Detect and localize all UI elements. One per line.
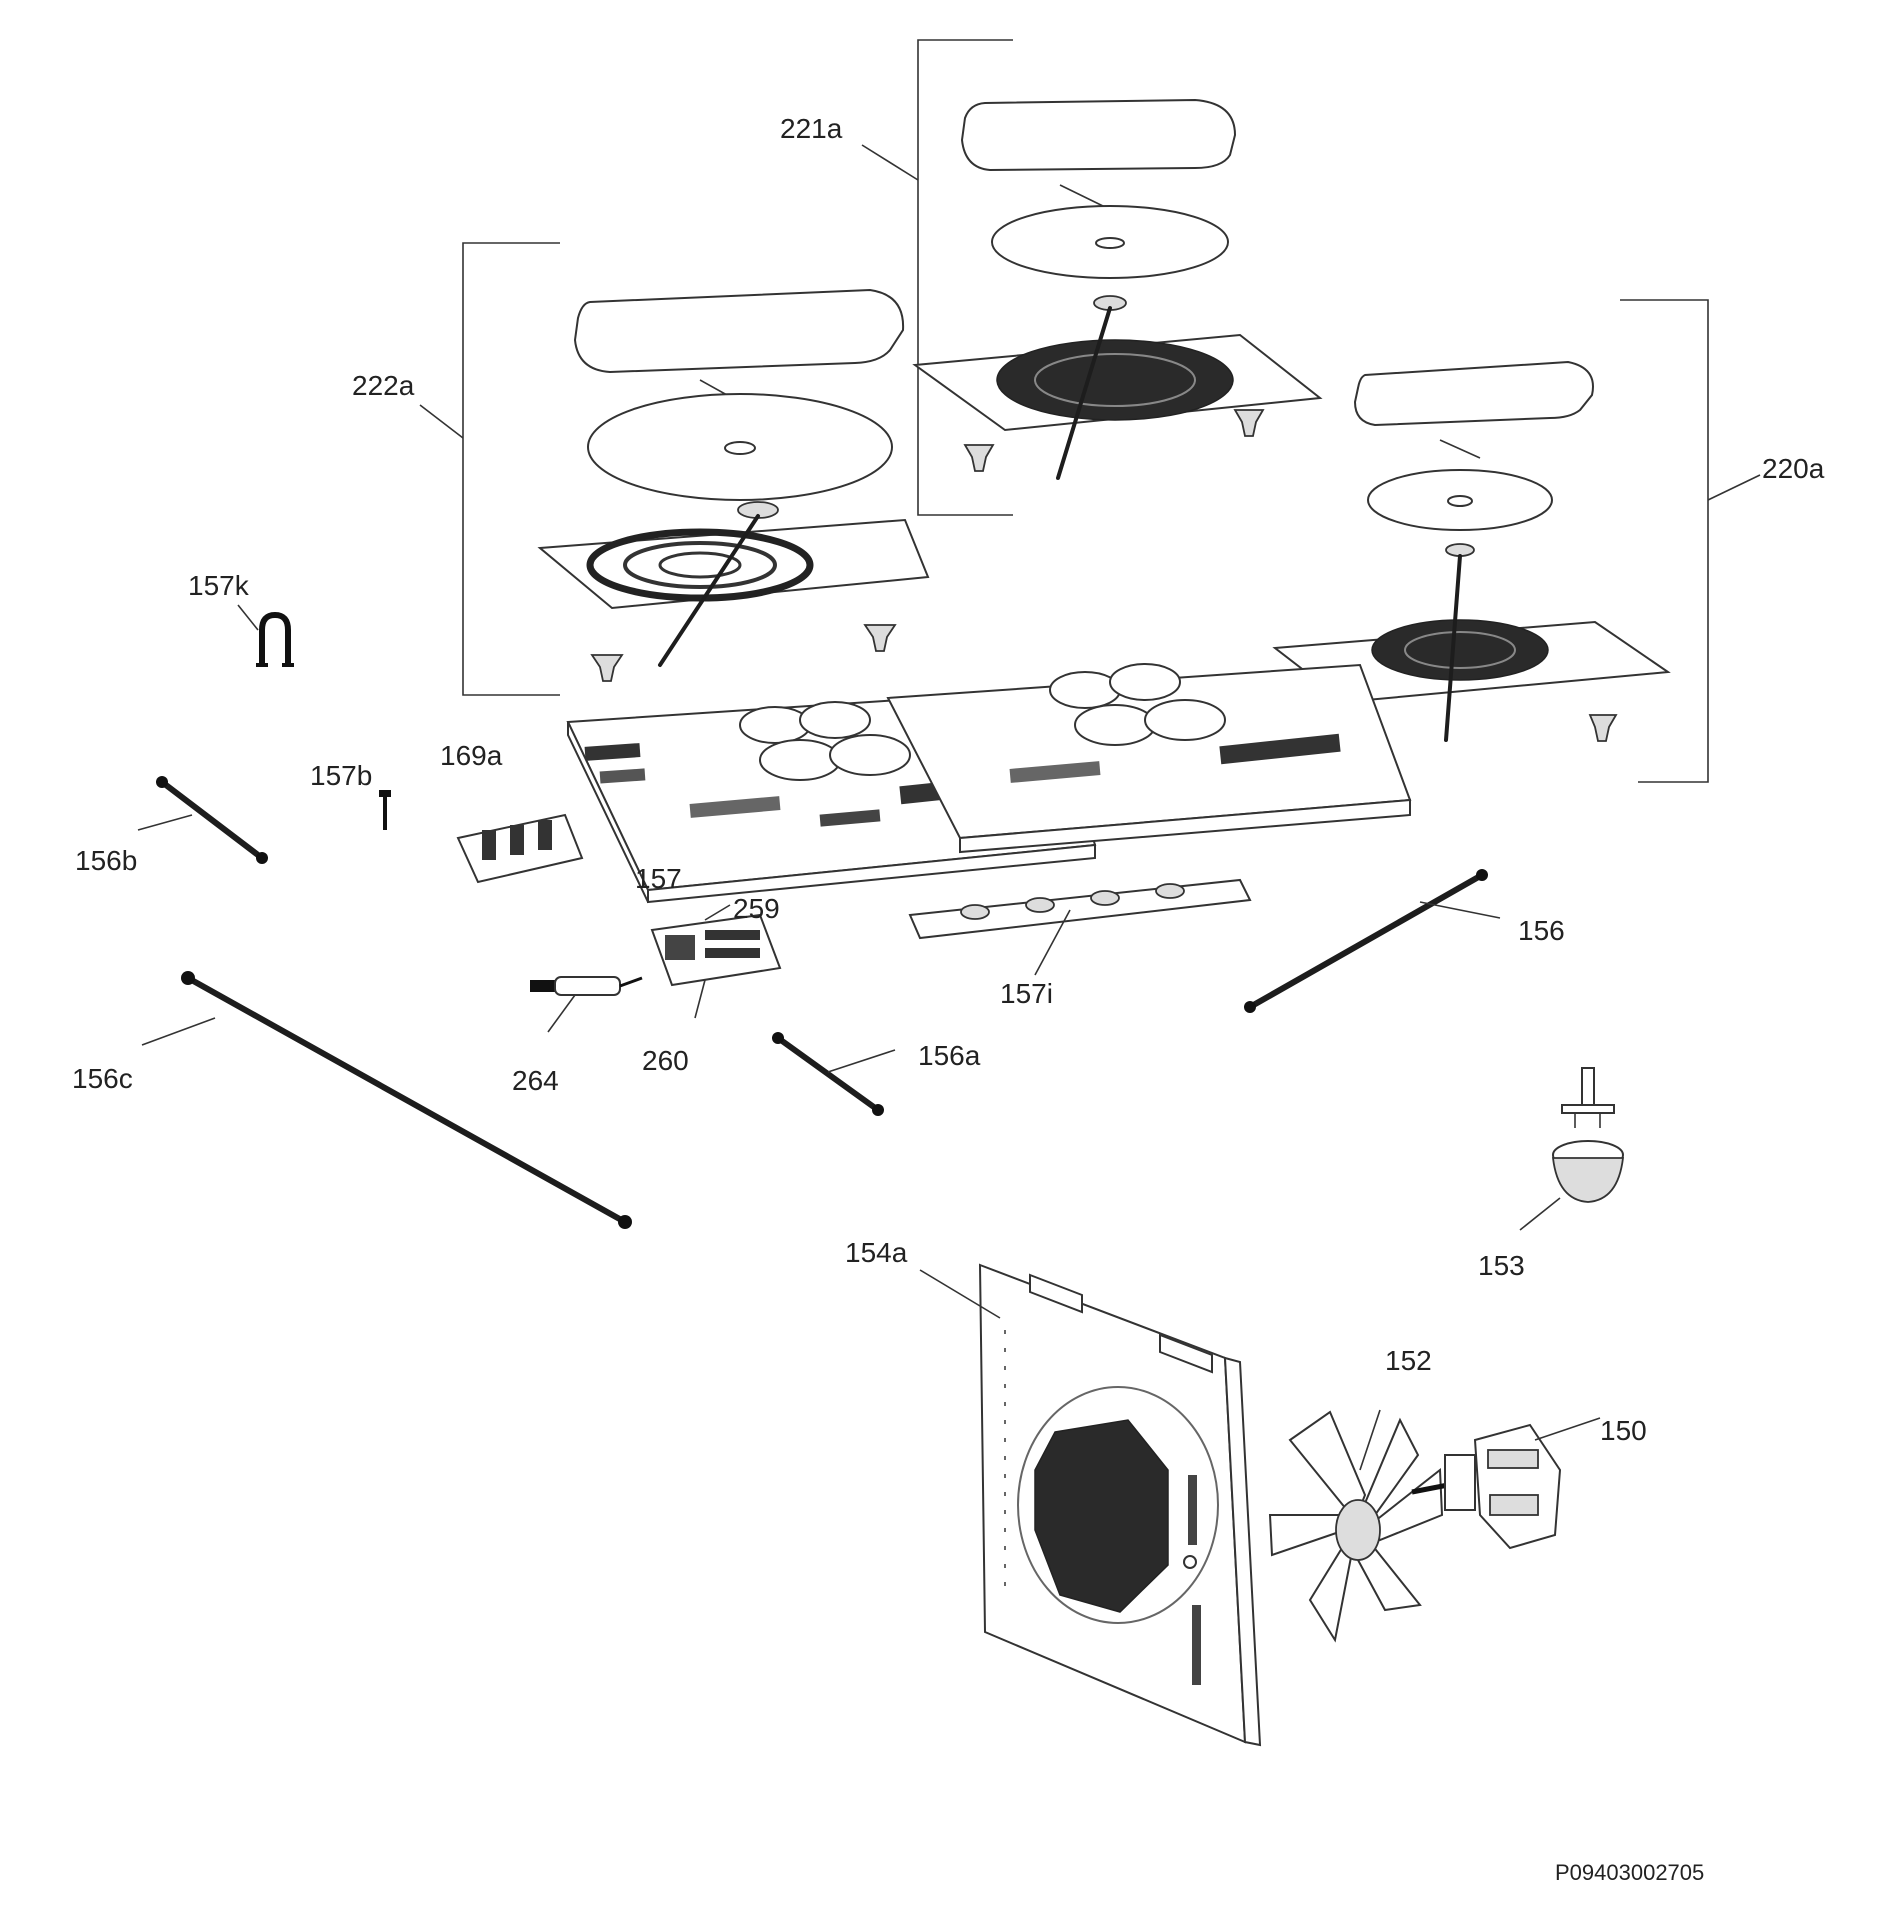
terminal-block-169a: [456, 813, 584, 884]
label-157i: 157i: [1000, 978, 1053, 1009]
module-259-260: [650, 904, 782, 1019]
fan-cover-154a: [919, 1263, 1262, 1747]
rod-156b: [137, 776, 268, 864]
fan-motor-150: [1411, 1417, 1601, 1550]
bracket-221a: [861, 39, 1013, 516]
electronic-module-right: [886, 663, 1412, 854]
cooking-zone-220a: [1272, 360, 1671, 749]
cooking-zone-222a: [537, 288, 930, 682]
rod-156a: [772, 1032, 896, 1116]
spring-clip: [590, 654, 624, 682]
bracket-222a: [419, 242, 560, 696]
label-156: 156: [1518, 915, 1565, 946]
insulation-plate: [573, 288, 905, 374]
u-clip-157k: [237, 604, 294, 667]
label-154a: 154a: [845, 1237, 908, 1268]
label-150: 150: [1600, 1415, 1647, 1446]
label-260: 260: [642, 1045, 689, 1076]
connector-264: [530, 976, 643, 1033]
bracket-220a: [1620, 299, 1761, 783]
reference-code: P09403002705: [1555, 1860, 1704, 1885]
insulation-plate: [960, 98, 1237, 172]
rod-156c: [141, 971, 632, 1229]
label-156c: 156c: [72, 1063, 133, 1094]
label-156a: 156a: [918, 1040, 981, 1071]
insulation-plate: [1353, 360, 1594, 427]
label-222a: 222a: [352, 370, 415, 401]
label-259: 259: [733, 893, 780, 924]
label-157b: 157b: [310, 760, 372, 791]
label-264: 264: [512, 1065, 559, 1096]
label-157k: 157k: [188, 570, 250, 601]
fan-blade-152: [1268, 1409, 1444, 1643]
control-strip-157i: [908, 878, 1252, 976]
label-157: 157: [635, 863, 682, 894]
oven-lamp-153: [1519, 1067, 1625, 1231]
label-220a: 220a: [1762, 453, 1825, 484]
label-152: 152: [1385, 1345, 1432, 1376]
screw-157b: [379, 790, 391, 830]
cooking-zone-221a: [912, 98, 1323, 480]
label-156b: 156b: [75, 845, 137, 876]
label-169a: 169a: [440, 740, 503, 771]
coil-plate: [537, 518, 930, 610]
rod-156: [1244, 869, 1501, 1013]
label-153: 153: [1478, 1250, 1525, 1281]
label-221a: 221a: [780, 113, 843, 144]
